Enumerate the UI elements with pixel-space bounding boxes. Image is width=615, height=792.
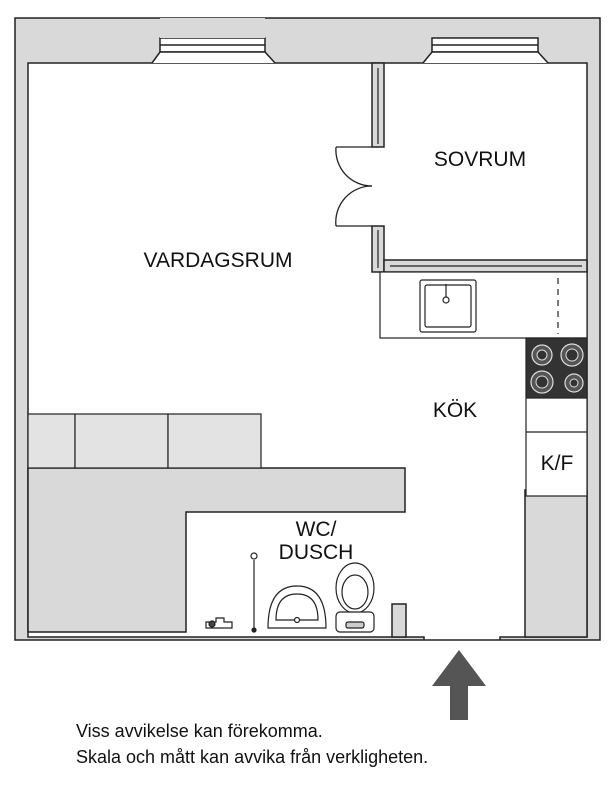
toilet-icon: [335, 562, 375, 633]
room-label-bathroom-2: DUSCH: [279, 541, 354, 564]
living-wardrobes: [27, 413, 262, 469]
bedroom-wall-detail: [377, 68, 582, 268]
washbasin-icon: [267, 585, 327, 629]
room-label-bedroom: SOVRUM: [434, 148, 526, 171]
exterior-walls: [14, 17, 601, 641]
room-label-kitchen: KÖK: [433, 399, 477, 422]
shower-icon: [205, 552, 258, 633]
stove-icon: [525, 337, 588, 399]
windows: [151, 18, 549, 64]
disclaimer-line-2: Skala och mått kan avvika från verklighe…: [76, 747, 429, 767]
room-label-fridge: K/F: [541, 452, 574, 475]
room-label-living: VARDAGSRUM: [144, 249, 293, 272]
room-label-bathroom-1: WC/: [296, 518, 337, 541]
entrance-arrow-icon: [432, 650, 486, 720]
bedroom-door: [335, 146, 373, 227]
disclaimer: Viss avvikelse kan förekomma. Skala och …: [76, 718, 596, 770]
disclaimer-line-1: Viss avvikelse kan förekomma.: [76, 721, 323, 741]
kitchen-sink-icon: [419, 279, 477, 333]
